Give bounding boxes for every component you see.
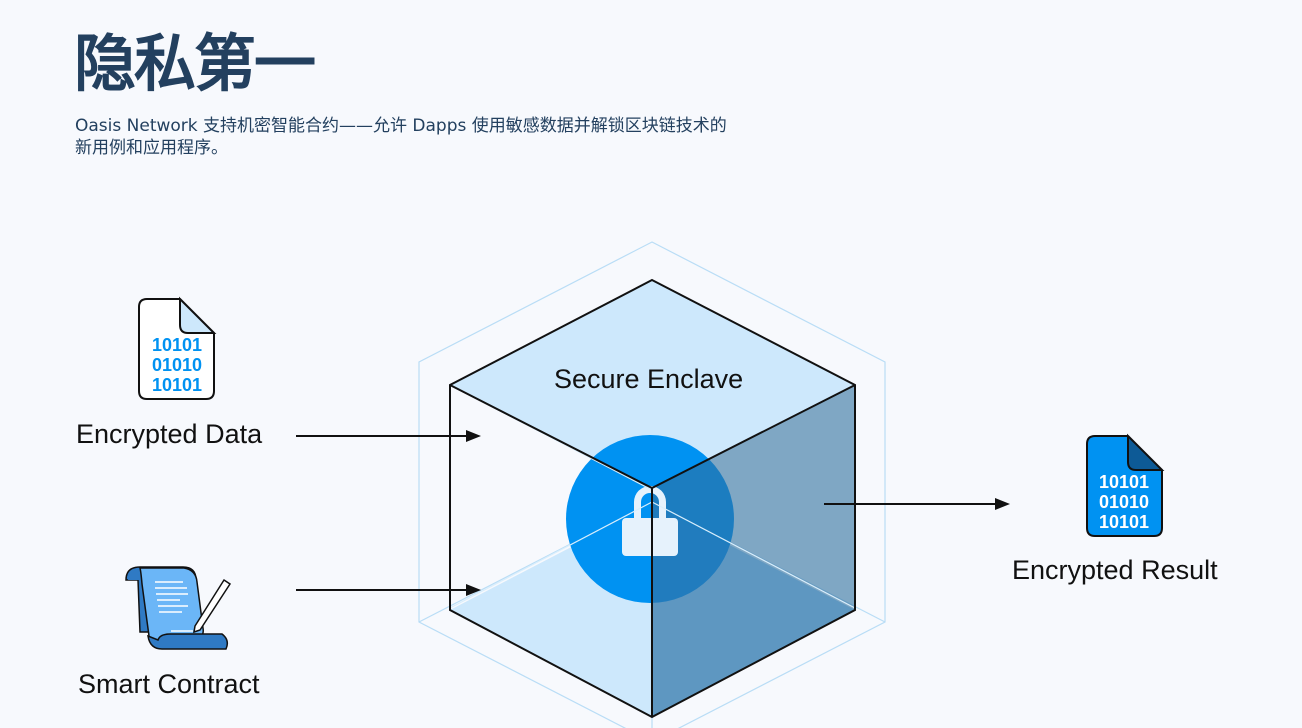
encrypted-result-label: Encrypted Result <box>1012 555 1218 585</box>
arrow-encrypted-data <box>296 430 481 442</box>
binary-line: 10101 <box>152 335 202 355</box>
smart-contract-label: Smart Contract <box>78 669 260 699</box>
page-title: 隐私第一 <box>74 27 316 100</box>
binary-line: 10101 <box>152 375 202 395</box>
binary-line: 01010 <box>152 355 202 375</box>
encrypted-file-icon: 10101 01010 10101 <box>138 296 217 400</box>
encrypted-result-file-icon: 10101 01010 10101 <box>1086 433 1165 537</box>
binary-line: 10101 <box>1099 472 1149 492</box>
lock-icon <box>622 486 678 556</box>
secure-enclave-label: Secure Enclave <box>554 364 744 394</box>
contract-scroll-icon <box>125 566 232 650</box>
page-description: Oasis Network 支持机密智能合约——允许 Dapps 使用敏感数据并… <box>75 116 727 158</box>
binary-line: 01010 <box>1099 492 1149 512</box>
binary-line: 10101 <box>1099 512 1149 532</box>
cube-right-face <box>652 385 855 717</box>
arrow-smart-contract <box>296 584 481 596</box>
arrow-encrypted-result <box>824 498 1010 510</box>
cube-edges <box>449 278 856 719</box>
encrypted-data-label: Encrypted Data <box>76 419 263 449</box>
